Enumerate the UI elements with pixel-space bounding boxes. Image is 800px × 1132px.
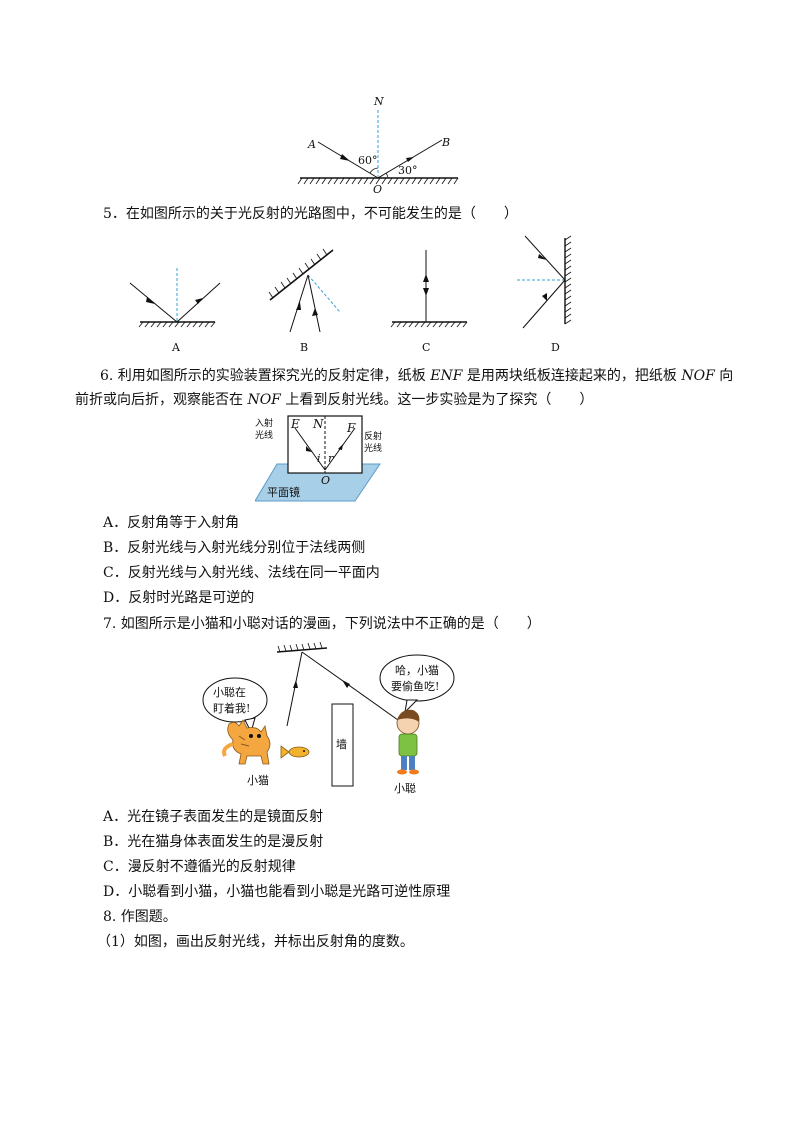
q7-option-d: D．小聪看到小猫，小猫也能看到小聪是光路可逆性原理 bbox=[103, 884, 451, 900]
q6-option-a: A．反射角等于入射角 bbox=[103, 515, 240, 531]
label-b: B bbox=[441, 136, 450, 149]
cat-label: 小猫 bbox=[247, 774, 269, 787]
reflection-angle-figure: N A B O 60° 30° bbox=[297, 95, 459, 195]
question-5: 5．在如图所示的关于光反射的光路图中，不可能发生的是（ ） bbox=[103, 206, 518, 222]
option-c-figure: C bbox=[390, 250, 468, 354]
svg-text:N: N bbox=[312, 417, 324, 431]
svg-text:反射: 反射 bbox=[364, 430, 382, 442]
svg-text:光线: 光线 bbox=[364, 442, 382, 454]
question-8-sub-1: （1）如图，画出反射光线，并标出反射角的度数。 bbox=[97, 934, 414, 950]
wall-label: 墙 bbox=[336, 737, 347, 751]
svg-text:O: O bbox=[321, 474, 330, 487]
fish-illustration bbox=[280, 745, 310, 759]
mirror-label: 平面镜 bbox=[267, 485, 300, 499]
q7-option-b: B．光在猫身体表面发生的是漫反射 bbox=[103, 834, 324, 850]
q7-option-c: C．漫反射不遵循光的反射规律 bbox=[103, 859, 296, 875]
question-8-title: 8. 作图题。 bbox=[103, 909, 177, 925]
angle-30-label: 30° bbox=[398, 164, 418, 177]
svg-text:要偷鱼吃!: 要偷鱼吃! bbox=[391, 679, 439, 693]
svg-text:F: F bbox=[346, 421, 356, 435]
svg-text:小聪在: 小聪在 bbox=[213, 685, 246, 699]
svg-text:E: E bbox=[290, 417, 300, 431]
boy-label: 小聪 bbox=[394, 781, 416, 795]
question-5-figures: A B bbox=[129, 235, 572, 354]
option-b-figure: B bbox=[268, 248, 341, 354]
label-n: N bbox=[373, 95, 384, 108]
choice-b-label: B bbox=[300, 341, 308, 354]
option-d-figure: D bbox=[517, 235, 572, 354]
q6-option-b: B．反射光线与入射光线分别位于法线两侧 bbox=[103, 540, 366, 556]
cat-illustration bbox=[222, 719, 271, 765]
option-a-figure: A bbox=[129, 268, 221, 354]
svg-text:i: i bbox=[317, 452, 321, 465]
choice-d-label: D bbox=[551, 341, 560, 354]
q6-option-d: D．反射时光路是可逆的 bbox=[103, 590, 255, 606]
question-6-figure: 入射 光线 反射 光线 E N F i r O 平面镜 bbox=[255, 415, 382, 502]
angle-60-label: 60° bbox=[358, 154, 378, 167]
svg-text:光线: 光线 bbox=[255, 429, 273, 441]
boy-illustration bbox=[396, 709, 420, 775]
label-o: O bbox=[373, 183, 382, 195]
question-6-line-2: 前折或向后折，观察能否在 NOF 上看到反射光线。这一步实验是为了探究（ ） bbox=[75, 392, 594, 408]
svg-text:盯着我!: 盯着我! bbox=[213, 701, 250, 715]
question-6-line-1: 6. 利用如图所示的实验装置探究光的反射定律，纸板 ENF 是用两块纸板连接起来… bbox=[100, 368, 734, 384]
choice-c-label: C bbox=[422, 341, 430, 354]
choice-a-label: A bbox=[171, 341, 181, 354]
label-a: A bbox=[307, 138, 316, 151]
svg-text:r: r bbox=[328, 452, 334, 465]
question-7-cartoon: 墙 小聪在 盯着我! 哈，小猫 要偷鱼吃! bbox=[202, 641, 455, 795]
svg-text:哈，小猫: 哈，小猫 bbox=[395, 664, 439, 677]
q7-option-a: A．光在镜子表面发生的是镜面反射 bbox=[103, 809, 324, 825]
q6-option-c: C．反射光线与入射光线、法线在同一平面内 bbox=[103, 565, 380, 581]
svg-text:入射: 入射 bbox=[255, 417, 273, 429]
question-7: 7. 如图所示是小猫和小聪对话的漫画，下列说法中不正确的是（ ） bbox=[103, 616, 541, 632]
